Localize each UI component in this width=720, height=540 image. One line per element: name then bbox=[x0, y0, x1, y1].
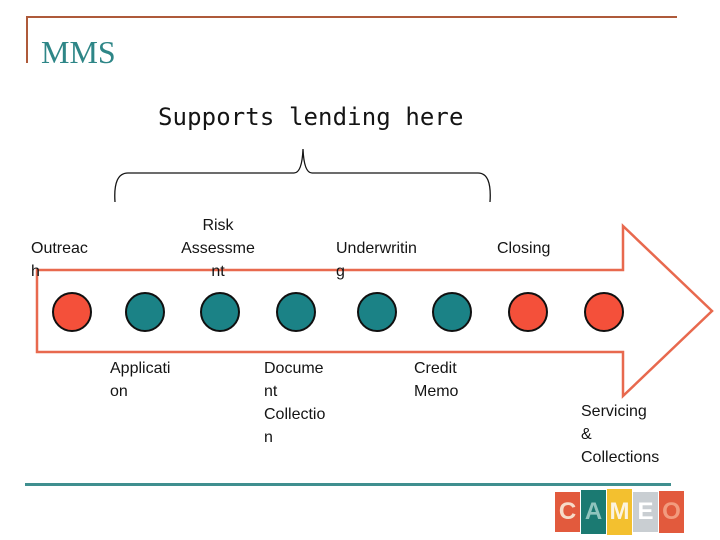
supports-lending-heading: Supports lending here bbox=[158, 103, 464, 131]
process-dot bbox=[432, 292, 472, 332]
process-dot bbox=[276, 292, 316, 332]
logo-tile-o: O bbox=[659, 491, 684, 533]
corner-bracket-line bbox=[26, 16, 28, 63]
brace-shape bbox=[114, 148, 491, 203]
stage-label-closing: Closing bbox=[497, 240, 551, 257]
stage-label-outreach: Outreac h bbox=[31, 240, 88, 280]
process-dot bbox=[125, 292, 165, 332]
process-dot bbox=[584, 292, 624, 332]
process-dot bbox=[52, 292, 92, 332]
logo-tile-c: C bbox=[555, 492, 580, 532]
logo-tile-m: M bbox=[607, 489, 632, 535]
stage-label-credit-memo: Credit Memo bbox=[414, 360, 459, 400]
stage-label-document-collection: Docume nt Collectio n bbox=[264, 360, 326, 446]
stage-label-application: Applicati on bbox=[110, 360, 171, 400]
process-dot bbox=[200, 292, 240, 332]
logo-tile-a: A bbox=[581, 490, 606, 534]
page-title: MMS bbox=[41, 34, 116, 70]
process-dot bbox=[508, 292, 548, 332]
process-dot bbox=[357, 292, 397, 332]
footer-divider-line bbox=[25, 483, 671, 486]
logo-tile-e: E bbox=[633, 492, 658, 532]
top-border-line bbox=[27, 16, 677, 18]
stage-label-servicing-collections: Servicing & Collections bbox=[581, 403, 660, 466]
stage-label-underwriting: Underwritin g bbox=[336, 240, 417, 280]
stage-label-risk-assessment: Risk Assessme nt bbox=[181, 217, 255, 280]
